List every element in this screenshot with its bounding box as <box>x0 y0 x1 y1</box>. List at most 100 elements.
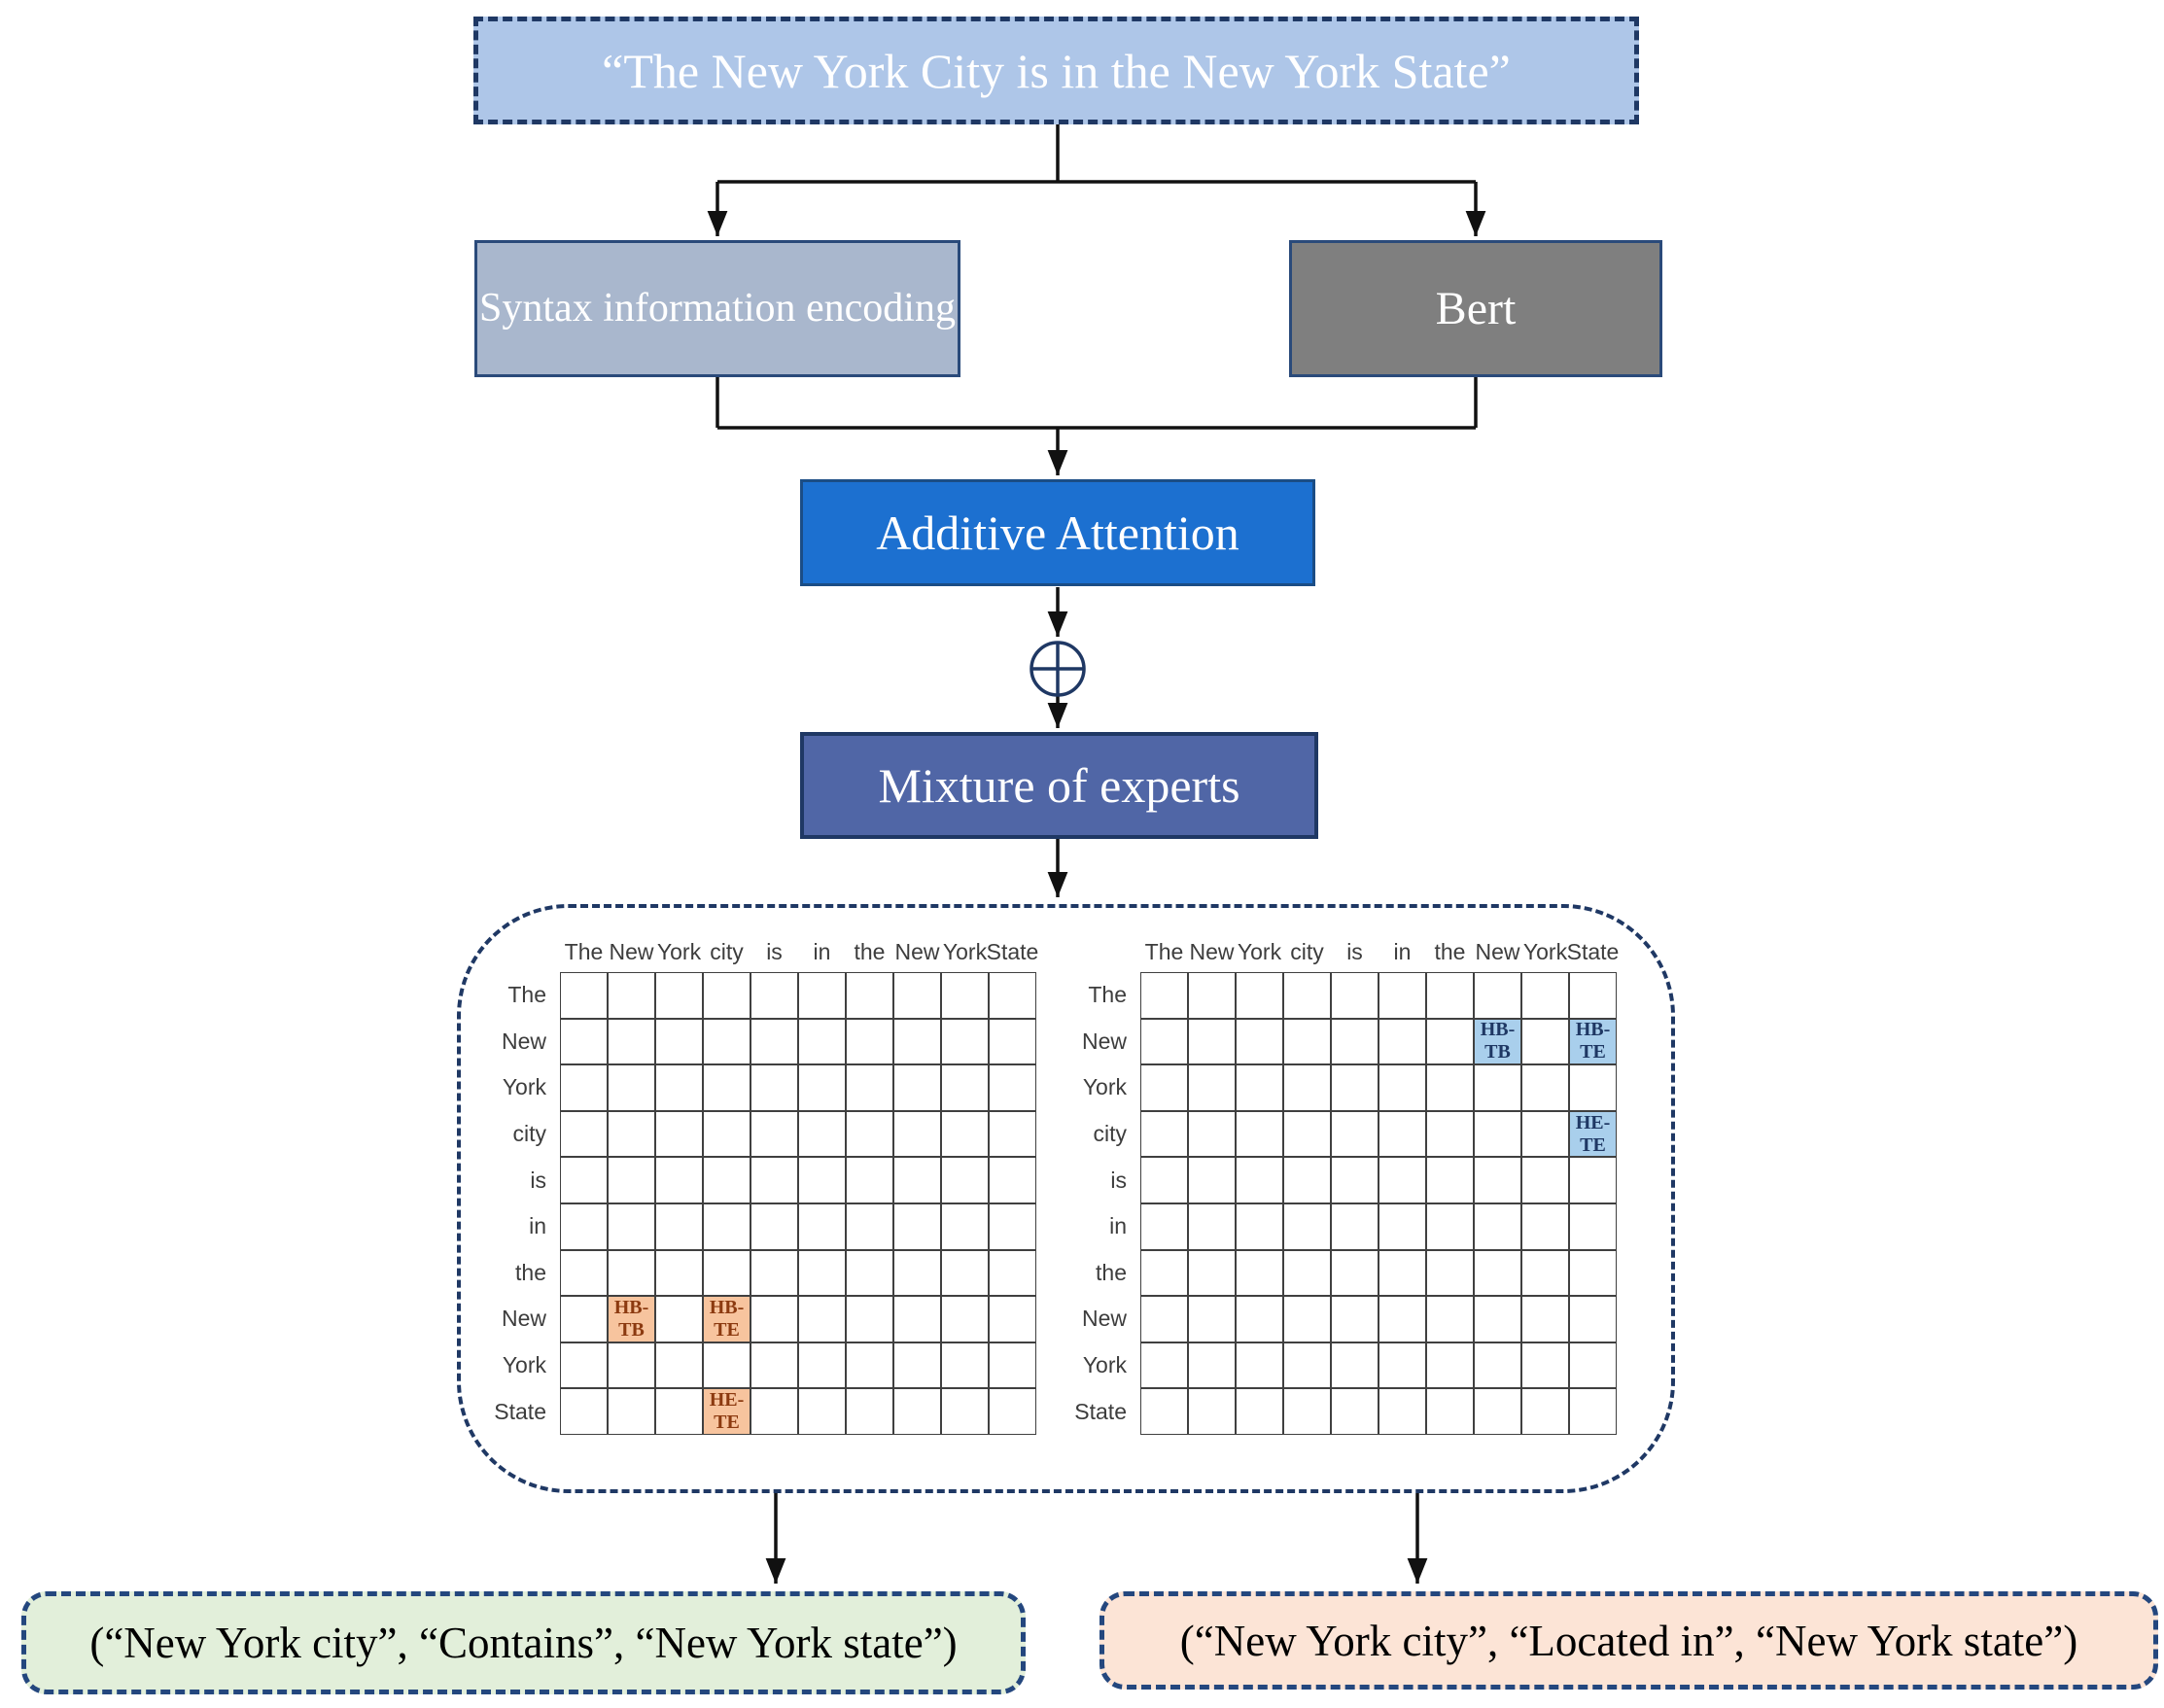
grid-cell <box>1140 1342 1188 1389</box>
grid-cell <box>1379 972 1426 1019</box>
grid-cell <box>608 1249 655 1297</box>
grid-cell <box>1521 1018 1569 1065</box>
grid-cell <box>1236 1296 1283 1342</box>
grid-cell <box>1331 1064 1379 1111</box>
grid-cell <box>608 1018 655 1065</box>
row-header-token: New <box>501 1028 546 1054</box>
grid-cell <box>1283 1157 1331 1203</box>
grid-cell <box>846 1064 893 1111</box>
grid-cell <box>1283 1018 1331 1065</box>
grid-cell <box>1521 1388 1569 1435</box>
grid-cell <box>703 1157 750 1203</box>
grid-cell <box>1379 1249 1426 1297</box>
grid-cell <box>1331 1342 1379 1389</box>
grid-cell <box>703 972 750 1019</box>
grid-cell-hb-te: HB- TE <box>1569 1018 1617 1065</box>
grid-cell <box>846 1342 893 1389</box>
grid-cell <box>941 1203 989 1250</box>
grid-cell <box>703 1064 750 1111</box>
row-header-token: in <box>529 1213 546 1239</box>
grid-cell <box>608 1110 655 1158</box>
column-header-token: New <box>609 939 654 964</box>
grid-cell <box>1140 1388 1188 1435</box>
row-header-token: New <box>1081 1306 1127 1332</box>
grid-cell-he-te: HE- TE <box>703 1388 750 1435</box>
row-header-token: York <box>502 1074 546 1100</box>
column-header-token: is <box>766 939 783 964</box>
grid-cell <box>1283 1064 1331 1111</box>
column-header-token: in <box>1393 939 1412 964</box>
grid-cell <box>1569 1249 1617 1297</box>
grid-corner <box>1063 937 1140 972</box>
grid-cell <box>1474 1388 1521 1435</box>
grid-cell <box>846 1296 893 1342</box>
grid-cell <box>1426 972 1474 1019</box>
grid-cell <box>1236 1203 1283 1250</box>
row-header-token: the <box>1096 1259 1127 1285</box>
syntax-encoding-box: Syntax information encoding <box>474 240 960 377</box>
grid-cell <box>750 1296 798 1342</box>
row-header-token: city <box>1093 1121 1128 1147</box>
grid-cell <box>655 1296 703 1342</box>
grid-cell <box>1521 1249 1569 1297</box>
grid-cell <box>798 1342 846 1389</box>
grid-cell <box>655 1249 703 1297</box>
grid-cell <box>1426 1249 1474 1297</box>
grid-cell <box>655 1203 703 1250</box>
grid-cell-hb-tb: HB- TB <box>608 1296 655 1342</box>
column-header-token: York <box>942 939 988 964</box>
grid-cell <box>798 1388 846 1435</box>
row-header-token: The <box>1088 982 1127 1008</box>
plus-circle-icon <box>1030 641 1086 697</box>
row-header-token: York <box>502 1352 546 1378</box>
grid-cell <box>1521 1157 1569 1203</box>
column-header-token: New <box>1475 939 1520 964</box>
grid-cell <box>798 1110 846 1158</box>
grid-cell <box>1283 1296 1331 1342</box>
grid-cell <box>1379 1018 1426 1065</box>
grid-cell <box>941 1064 989 1111</box>
row-header-token: is <box>1110 1167 1127 1193</box>
grid-cell <box>798 1018 846 1065</box>
grid-cell <box>941 1157 989 1203</box>
grid-cell <box>1426 1388 1474 1435</box>
grid-cell <box>655 1388 703 1435</box>
grid-cell <box>941 972 989 1019</box>
grid-cell <box>1140 1203 1188 1250</box>
grid-cell <box>893 1203 941 1250</box>
grid-cell <box>1474 1110 1521 1158</box>
grid-cell <box>893 1249 941 1297</box>
additive-attention-box: Additive Attention <box>800 479 1315 586</box>
row-header-token: the <box>515 1259 546 1285</box>
grid-cell <box>893 1342 941 1389</box>
grid-cell <box>1236 1342 1283 1389</box>
grid-cell <box>560 1018 608 1065</box>
grid-cell-hb-te: HB- TE <box>703 1296 750 1342</box>
grid-cell <box>1140 1064 1188 1111</box>
grid-cell <box>893 1064 941 1111</box>
grid-cell <box>1569 1064 1617 1111</box>
grid-cell <box>1379 1342 1426 1389</box>
grid-cell <box>1426 1296 1474 1342</box>
row-header-token: The <box>507 982 546 1008</box>
grid-cell <box>608 972 655 1019</box>
column-header-token: New <box>1189 939 1235 964</box>
grid-cell <box>1379 1203 1426 1250</box>
column-header-token: the <box>1434 939 1466 964</box>
grid-cell <box>1474 972 1521 1019</box>
triple-output-contains: (“New York city”, “Contains”, “New York … <box>21 1591 1026 1694</box>
grid-cell <box>1379 1388 1426 1435</box>
grid-cell <box>798 1296 846 1342</box>
grid-cell <box>560 1110 608 1158</box>
grid-cell <box>989 1018 1036 1065</box>
column-header-token: State <box>986 939 1039 964</box>
grid-cell <box>750 1110 798 1158</box>
grid-cell <box>1474 1203 1521 1250</box>
column-header-token: York <box>1237 939 1282 964</box>
grid-cell <box>893 1157 941 1203</box>
grid-cell <box>1188 972 1236 1019</box>
grid-cell <box>1569 1203 1617 1250</box>
column-header-token: York <box>1522 939 1568 964</box>
grid-cell <box>560 1342 608 1389</box>
grid-cell <box>560 972 608 1019</box>
